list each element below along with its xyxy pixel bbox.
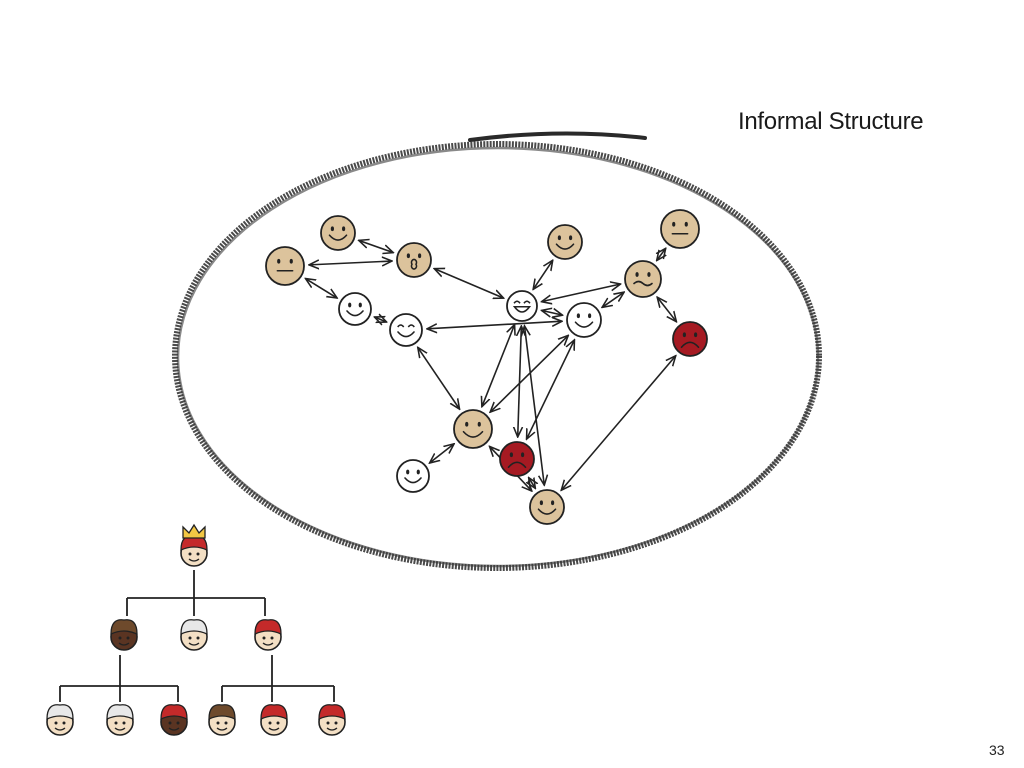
link-arrow — [657, 248, 666, 260]
person-face-d — [338, 292, 372, 326]
link-arrow — [533, 260, 553, 289]
link-arrow — [524, 326, 544, 485]
person-face-c — [396, 242, 432, 278]
org-employee-5 — [260, 704, 288, 736]
network-faces — [265, 209, 708, 525]
person-face-m — [396, 459, 430, 493]
person-face-n — [499, 441, 535, 477]
person-face-a — [320, 215, 356, 251]
informal-boundary-ellipse — [172, 131, 822, 571]
org-chart-lines — [59, 570, 335, 702]
slide-title: Informal Structure — [738, 108, 924, 135]
link-arrow — [490, 335, 568, 412]
link-arrow — [542, 310, 563, 315]
link-arrow — [561, 356, 675, 490]
network-links — [305, 240, 676, 491]
person-face-l — [453, 409, 493, 449]
org-manager-3 — [254, 619, 282, 651]
org-manager-2 — [180, 619, 208, 651]
person-face-j — [566, 302, 602, 338]
org-manager-1 — [110, 619, 138, 651]
link-arrow — [427, 321, 562, 329]
person-face-h — [624, 260, 662, 298]
org-employee-2 — [106, 704, 134, 736]
link-arrow — [657, 297, 676, 322]
link-arrow — [527, 340, 575, 439]
link-arrow — [430, 444, 455, 463]
person-face-o — [529, 489, 565, 525]
link-arrow — [529, 478, 536, 489]
link-arrow — [359, 240, 394, 252]
org-chart-faces — [46, 523, 346, 736]
link-arrow — [482, 325, 515, 407]
link-arrow — [309, 261, 392, 265]
org-root-king — [180, 523, 208, 567]
link-arrow — [542, 284, 621, 302]
org-employee-3 — [160, 704, 188, 736]
org-employee-6 — [318, 704, 346, 736]
link-arrow — [434, 269, 503, 299]
link-arrow — [602, 292, 624, 307]
person-face-k — [672, 321, 708, 357]
org-employee-4 — [208, 704, 236, 736]
link-arrow — [305, 279, 337, 298]
person-face-i — [506, 290, 538, 322]
crown-icon — [182, 523, 206, 539]
person-face-g — [660, 209, 700, 249]
link-arrow — [374, 317, 386, 322]
link-arrow — [418, 347, 460, 409]
page-number: 33 — [989, 742, 1005, 758]
org-employee-1 — [46, 704, 74, 736]
person-face-b — [265, 246, 305, 286]
person-face-e — [389, 313, 423, 347]
person-face-f — [547, 224, 583, 260]
